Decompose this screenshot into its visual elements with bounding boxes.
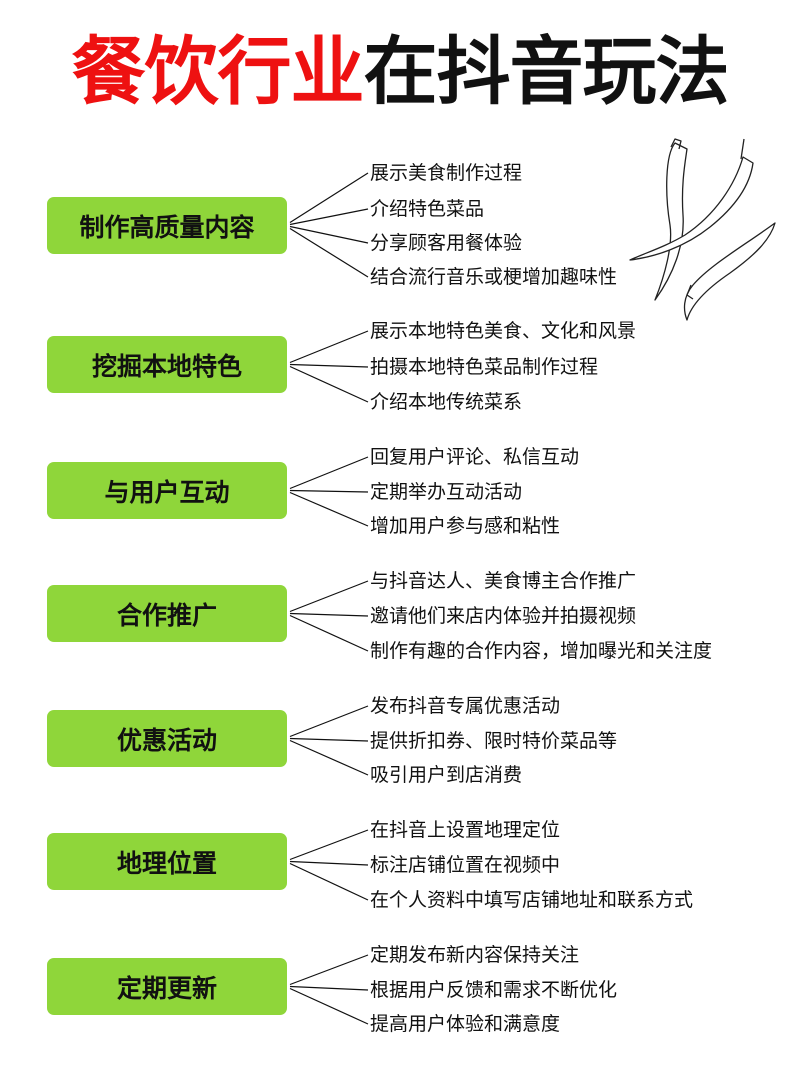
category-box: 合作推广 <box>47 585 287 642</box>
pepper-1 <box>654 142 688 301</box>
chili-peppers-illustration <box>629 138 776 321</box>
list-item: 根据用户反馈和需求不断优化 <box>370 979 618 1001</box>
list-item: 分享顾客用餐体验 <box>370 232 523 254</box>
list-item: 增加用户参与感和粘性 <box>370 515 561 537</box>
list-item: 在抖音上设置地理定位 <box>370 819 561 841</box>
list-item: 定期发布新内容保持关注 <box>370 944 580 966</box>
page-title: 餐饮行业在抖音玩法 <box>0 22 800 122</box>
connector-line <box>289 739 369 776</box>
category-box: 地理位置 <box>47 833 287 890</box>
connector-line <box>289 489 369 493</box>
category-box: 与用户互动 <box>47 462 287 519</box>
list-item: 在个人资料中填写店铺地址和联系方式 <box>370 889 694 911</box>
connector-line <box>289 330 369 364</box>
title-red-part: 餐饮行业 <box>71 29 365 115</box>
list-item: 结合流行音乐或梗增加趣味性 <box>370 266 618 288</box>
category-box: 优惠活动 <box>47 710 287 767</box>
connector-line <box>289 208 369 226</box>
list-item: 提供折扣券、限时特价菜品等 <box>370 730 618 752</box>
category-box: 定期更新 <box>47 958 287 1015</box>
list-item: 拍摄本地特色菜品制作过程 <box>370 356 599 378</box>
connector-line <box>289 705 369 738</box>
connector-line <box>289 737 369 742</box>
connector-line <box>289 580 369 613</box>
connector-line <box>289 365 369 403</box>
category-box: 制作高质量内容 <box>47 197 287 254</box>
list-item: 回复用户评论、私信互动 <box>370 446 580 468</box>
list-item: 邀请他们来店内体验并拍摄视频 <box>370 605 637 627</box>
connector-line <box>289 363 369 368</box>
connector-line <box>289 227 369 278</box>
list-item: 标注店铺位置在视频中 <box>370 854 561 876</box>
connector-line <box>289 172 369 224</box>
pepper-3 <box>683 222 776 321</box>
category-box: 挖掘本地特色 <box>47 336 287 393</box>
connector-line <box>289 860 369 866</box>
connector-line <box>289 456 369 490</box>
connector-line <box>289 987 369 1025</box>
connector-line <box>289 985 369 991</box>
list-item: 展示本地特色美食、文化和风景 <box>370 320 637 342</box>
list-item: 展示美食制作过程 <box>370 162 523 184</box>
connector-line <box>289 614 369 652</box>
list-item: 与抖音达人、美食博主合作推广 <box>370 570 637 592</box>
connector-line <box>289 829 369 861</box>
list-item: 提高用户体验和满意度 <box>370 1013 561 1035</box>
list-item: 介绍特色菜品 <box>370 198 485 220</box>
title-black-part: 在抖音玩法 <box>363 29 730 115</box>
pepper-2 <box>629 156 754 261</box>
connector-line <box>289 612 369 617</box>
list-item: 制作有趣的合作内容，增加曝光和关注度 <box>370 640 713 662</box>
list-item: 发布抖音专属优惠活动 <box>370 695 561 717</box>
connector-line <box>289 225 369 244</box>
list-item: 介绍本地传统菜系 <box>370 391 523 413</box>
list-item: 定期举办互动活动 <box>370 481 523 503</box>
connector-line <box>289 862 369 901</box>
list-item: 吸引用户到店消费 <box>370 764 523 786</box>
connector-line <box>289 954 369 986</box>
connector-line <box>289 491 369 527</box>
